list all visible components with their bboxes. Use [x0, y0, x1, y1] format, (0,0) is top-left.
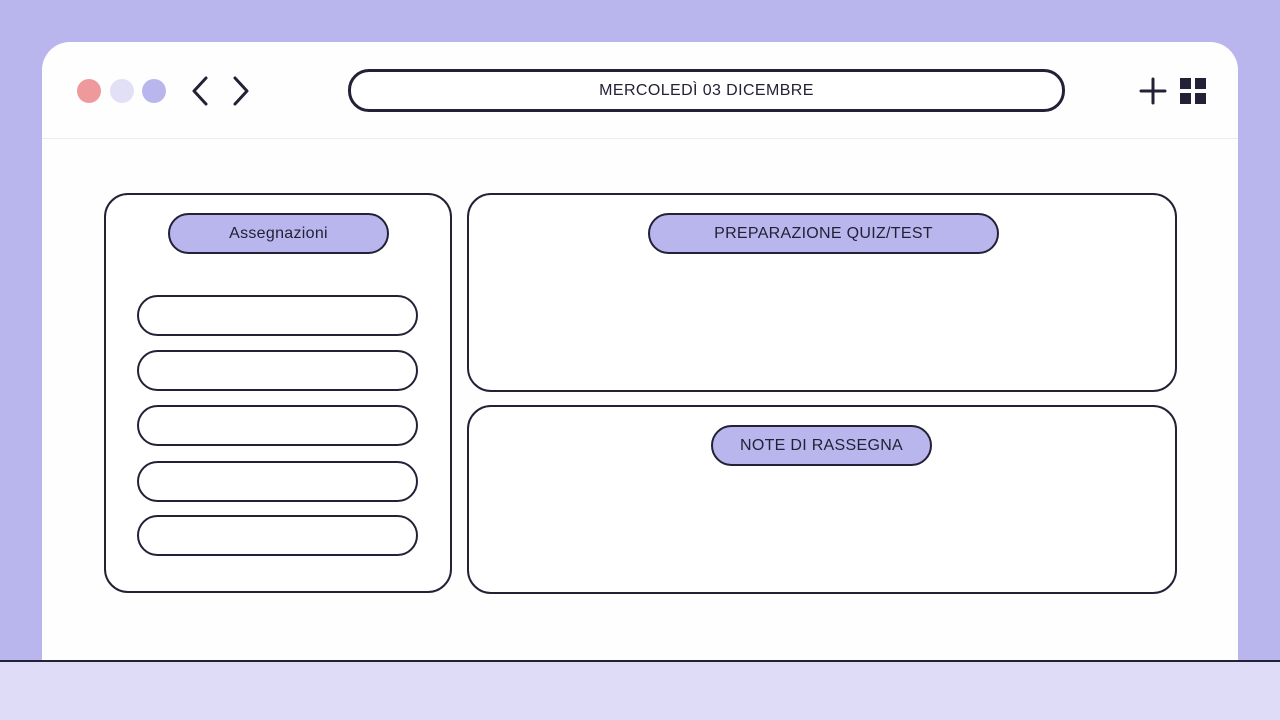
- app-window: MERCOLEDÌ 03 DICEMBRE Assegnazioni: [42, 42, 1238, 682]
- review-notes-title-pill: NOTE DI RASSEGNA: [711, 425, 932, 466]
- chevron-right-icon: [233, 76, 249, 106]
- quiz-prep-title: PREPARAZIONE QUIZ/TEST: [714, 224, 933, 242]
- quiz-prep-panel[interactable]: PREPARAZIONE QUIZ/TEST: [467, 193, 1177, 392]
- assignment-slot-2[interactable]: [137, 350, 418, 391]
- assignments-title: Assegnazioni: [229, 224, 328, 242]
- review-notes-title: NOTE DI RASSEGNA: [739, 436, 904, 454]
- grid-icon: [1180, 78, 1206, 104]
- plus-icon: [1139, 77, 1167, 105]
- review-notes-panel[interactable]: NOTE DI RASSEGNA: [467, 405, 1177, 594]
- traffic-dot-light[interactable]: [110, 79, 134, 103]
- assignment-slot-5[interactable]: [137, 515, 418, 556]
- traffic-dot-purple[interactable]: [142, 79, 166, 103]
- assignment-slot-3[interactable]: [137, 405, 418, 446]
- assignment-slot-4[interactable]: [137, 461, 418, 502]
- assignments-panel: Assegnazioni: [104, 193, 452, 593]
- date-address-bar[interactable]: MERCOLEDÌ 03 DICEMBRE: [348, 69, 1065, 112]
- assignment-slot-1[interactable]: [137, 295, 418, 336]
- grid-view-button[interactable]: [1179, 77, 1207, 105]
- bottom-footer-bar: [0, 660, 1280, 720]
- assignments-title-pill: Assegnazioni: [168, 213, 389, 254]
- add-button[interactable]: [1139, 77, 1167, 105]
- traffic-dot-red[interactable]: [77, 79, 101, 103]
- quiz-prep-title-pill: PREPARAZIONE QUIZ/TEST: [648, 213, 999, 254]
- date-label: MERCOLEDÌ 03 DICEMBRE: [599, 81, 814, 99]
- back-button[interactable]: [190, 75, 210, 107]
- forward-button[interactable]: [231, 75, 251, 107]
- window-toolbar: MERCOLEDÌ 03 DICEMBRE: [42, 42, 1238, 139]
- chevron-left-icon: [192, 76, 208, 106]
